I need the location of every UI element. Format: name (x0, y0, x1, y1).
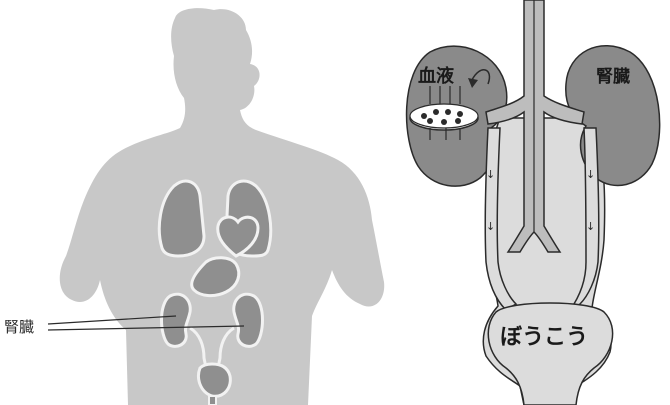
filter-disc (410, 104, 478, 130)
flow-arrow-right-1: ↓ (586, 168, 595, 181)
flow-arrow-right-2: ↓ (586, 220, 595, 233)
urethra (209, 396, 216, 405)
right-kidney (234, 294, 263, 346)
bladder (199, 364, 231, 396)
right-panel: ↓ ↓ ↓ ↓ 血液 (407, 0, 660, 405)
blood-label: 血液 (418, 65, 455, 87)
bladder-large (488, 303, 612, 405)
left-panel: 腎臓 (4, 8, 384, 405)
flow-arrow-left-2: ↓ (486, 220, 495, 233)
flow-arrow-left-1: ↓ (486, 168, 495, 181)
kidney-label-right: 腎臓 (596, 67, 630, 87)
left-kidney (162, 294, 191, 346)
kidney-label-left: 腎臓 (4, 318, 34, 336)
bladder-label: ぼうこう (500, 325, 588, 350)
